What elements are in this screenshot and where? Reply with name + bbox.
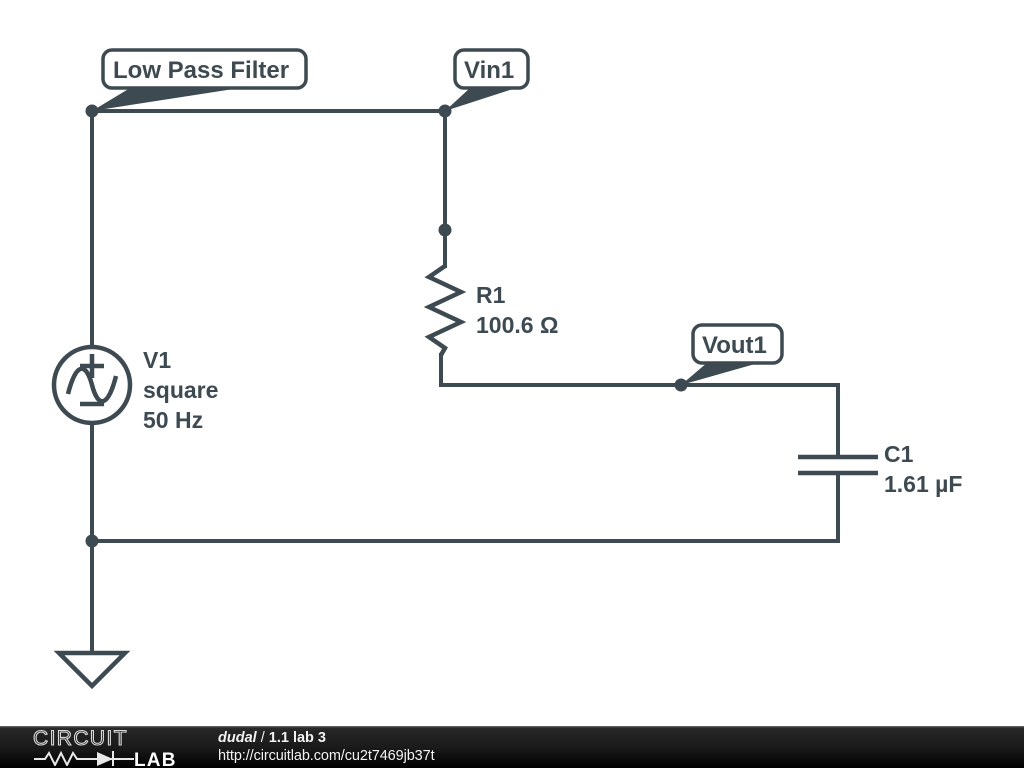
ground-symbol[interactable]	[53, 650, 131, 690]
footer-bar: CIRCUIT LAB dudal / 1.1 lab 3 http://cir…	[0, 726, 1024, 768]
r1-label-line-1: 100.6 Ω	[476, 312, 558, 338]
schematic-drawing[interactable]: V1 square 50 Hz R1 100.6 Ω C1 1.61 µF	[0, 0, 1024, 726]
flag-vin1-label: Vin1	[464, 57, 514, 84]
v1-label-line-0: V1	[143, 347, 171, 373]
v1-waveform-icon	[65, 366, 119, 404]
flag-low-pass-filter[interactable]: Low Pass Filter	[92, 48, 308, 111]
flag-low-pass-filter-label: Low Pass Filter	[113, 57, 289, 84]
node-dot-r1-top[interactable]	[438, 223, 452, 237]
flag-vin1-tail	[445, 88, 516, 111]
flag-vin1[interactable]: Vin1	[445, 48, 530, 111]
v1-plus-icon	[80, 354, 104, 378]
r1-zigzag-icon	[423, 264, 467, 357]
flag-vout1-label: Vout1	[702, 332, 767, 359]
logo-diode-icon	[97, 752, 113, 766]
flag-vout1-box[interactable]	[691, 323, 784, 365]
component-r1-resistor[interactable]: R1 100.6 Ω	[423, 264, 558, 357]
flag-low-pass-filter-box[interactable]	[101, 48, 308, 90]
flag-vout1[interactable]: Vout1	[681, 323, 784, 385]
component-v1-voltage-source[interactable]: V1 square 50 Hz	[51, 344, 218, 433]
logo-circuit-icon	[34, 750, 134, 766]
component-c1-capacitor[interactable]: C1 1.61 µF	[798, 441, 962, 497]
logo-word-lab: LAB	[134, 750, 177, 766]
wire-vout-to-c1[interactable]	[679, 383, 840, 459]
wire-c1-to-ground-rail[interactable]	[90, 471, 840, 543]
footer-circuit-title: 1.1 lab 3	[268, 730, 326, 746]
v1-label-line-2: 50 Hz	[143, 407, 203, 433]
node-dot-ground-rail[interactable]	[85, 534, 99, 548]
wire-r1-to-vout[interactable]	[439, 353, 683, 387]
flag-vin1-box[interactable]	[453, 48, 530, 90]
footer-username: dudal	[218, 730, 257, 746]
schematic-canvas[interactable]: V1 square 50 Hz R1 100.6 Ω C1 1.61 µF	[0, 0, 1024, 726]
ground-triangle-icon	[53, 650, 131, 690]
v1-label-line-1: square	[143, 377, 218, 403]
r1-label-line-0: R1	[476, 282, 506, 308]
footer-separator: /	[256, 730, 269, 746]
c1-label-line-0: C1	[884, 441, 914, 467]
flag-vout1-tail	[681, 362, 762, 385]
circuitlab-logo[interactable]: CIRCUIT LAB	[33, 728, 193, 766]
c1-label-line-1: 1.61 µF	[884, 471, 962, 497]
footer-credit: dudal / 1.1 lab 3 http://circuitlab.com/…	[218, 729, 435, 765]
logo-word-circuit: CIRCUIT	[33, 728, 128, 750]
flag-low-pass-filter-tail	[92, 88, 240, 111]
v1-body-circle	[51, 344, 133, 426]
footer-url[interactable]: http://circuitlab.com/cu2t7469jb37t	[218, 748, 435, 764]
